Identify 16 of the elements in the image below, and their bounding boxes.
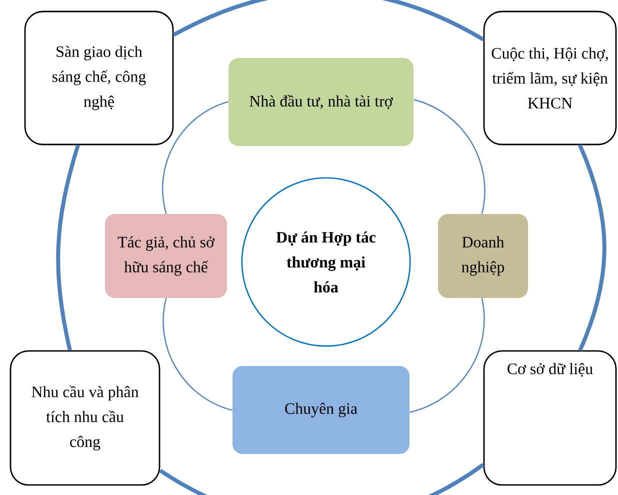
ring-line — [172, 0, 484, 42]
rounded-box: Sàn giao dịch sáng chế, công nghệ — [24, 10, 174, 146]
ring-line — [162, 101, 228, 214]
ring-line — [578, 144, 606, 352]
rounded-box: Nhu cầu và phân tích nhu cầu công — [10, 350, 160, 486]
rounded-box: Tác giả, chủ sở hữu sáng chế — [105, 214, 227, 298]
ring-line — [56, 144, 80, 351]
ring-line — [410, 298, 485, 413]
rounded-box: Cuộc thi, Hội chợ, triểm lãm, sự kiện KHCN — [483, 10, 617, 146]
ring-line — [159, 462, 484, 495]
rounded-box: Cơ sở dữ liệu — [483, 350, 617, 486]
ring-line — [162, 298, 232, 411]
rounded-box: Chuyên gia — [232, 366, 410, 454]
rounded-box: Doanh nghiệp — [438, 214, 528, 298]
ring-line — [414, 99, 486, 214]
rounded-box: Nhà đầu tư, nhà tài trợ — [228, 58, 414, 146]
